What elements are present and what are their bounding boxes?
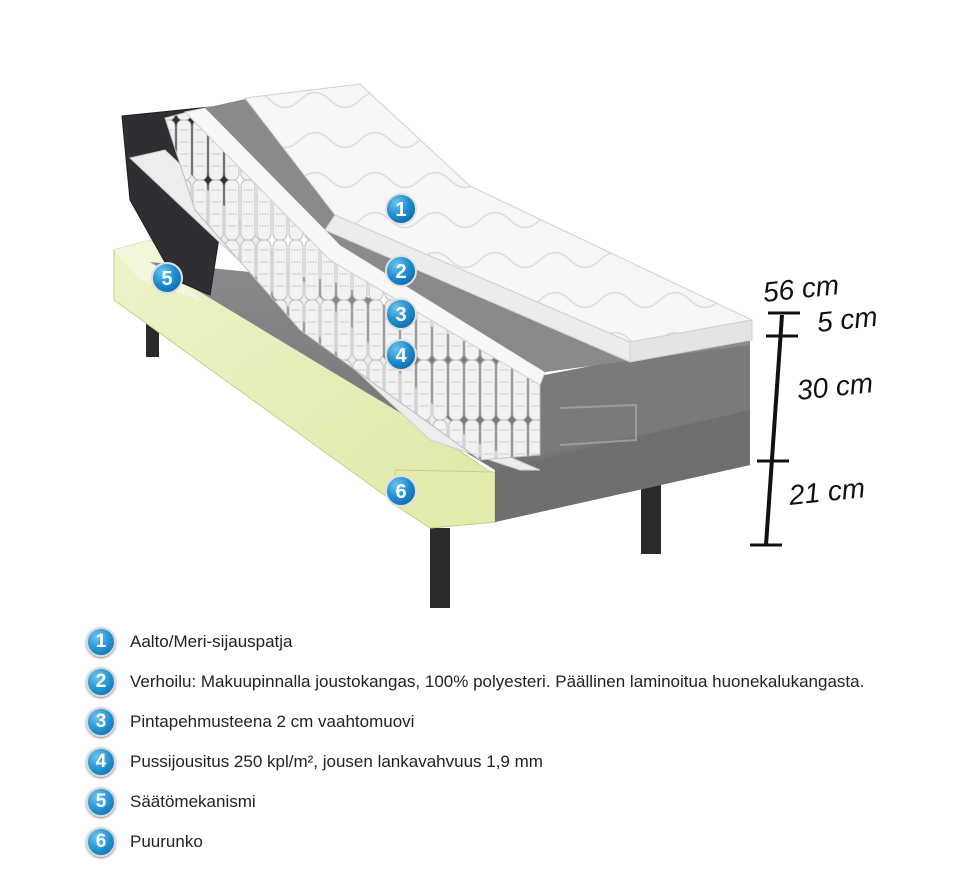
svg-text:4: 4 (395, 345, 407, 367)
legend: 1 Aalto/Meri-sijauspatja 2 Verhoilu: Mak… (86, 622, 946, 862)
legend-badge-4: 4 (86, 747, 116, 777)
legend-text-5: Säätömekanismi (130, 792, 256, 811)
dimension-legs-label: 21 cm (786, 472, 866, 511)
svg-text:6: 6 (395, 481, 406, 503)
legend-text-4: Pussijousitus 250 kpl/m², jousen lankava… (130, 752, 543, 771)
legend-badge-2: 2 (86, 667, 116, 697)
svg-text:2: 2 (395, 261, 406, 283)
legend-item-4: 4 Pussijousitus 250 kpl/m², jousen lanka… (86, 742, 946, 782)
bed-cutaway-illustration: 56 cm 5 cm 30 cm 21 cm 1 2 3 4 5 6 (113, 83, 879, 608)
dimension-mattress-label: 5 cm (815, 301, 879, 338)
legend-text-1: Aalto/Meri-sijauspatja (130, 632, 293, 651)
dimension-bar (750, 311, 800, 547)
legend-item-5: 5 Säätömekanismi (86, 782, 946, 822)
badge-3: 3 (385, 298, 417, 330)
badge-4: 4 (385, 339, 417, 371)
legend-item-2: 2 Verhoilu: Makuupinnalla joustokangas, … (86, 662, 946, 702)
legend-item-1: 1 Aalto/Meri-sijauspatja (86, 622, 946, 662)
dimension-total-label: 56 cm (761, 269, 840, 308)
badge-1: 1 (385, 193, 417, 225)
legend-text-3: Pintapehmusteena 2 cm vaahtomuovi (130, 712, 415, 731)
legend-badge-5: 5 (86, 787, 116, 817)
legend-badge-1: 1 (86, 627, 116, 657)
topper-mattress (244, 83, 754, 363)
legend-badge-3: 3 (86, 707, 116, 737)
svg-text:5: 5 (161, 268, 172, 290)
legend-item-3: 3 Pintapehmusteena 2 cm vaahtomuovi (86, 702, 946, 742)
legend-text-6: Puurunko (130, 832, 203, 851)
badge-5: 5 (151, 262, 183, 294)
svg-text:1: 1 (395, 199, 406, 221)
svg-text:3: 3 (395, 304, 406, 326)
bed-legs (146, 305, 661, 608)
legend-item-6: 6 Puurunko (86, 822, 946, 862)
badge-2: 2 (385, 255, 417, 287)
badge-6: 6 (385, 475, 417, 507)
legend-badge-6: 6 (86, 827, 116, 857)
legend-text-2: Verhoilu: Makuupinnalla joustokangas, 10… (130, 672, 865, 691)
dimension-base-label: 30 cm (795, 367, 874, 406)
